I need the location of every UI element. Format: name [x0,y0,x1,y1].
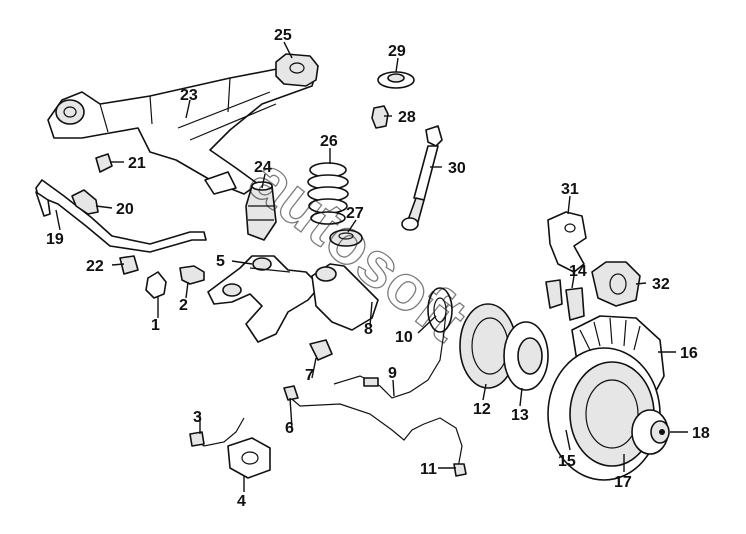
brake-line [283,385,467,477]
callout-11: 11 [420,461,437,478]
callout-1: 1 [151,317,160,334]
spring-insulator [329,229,363,247]
callout-13: 13 [511,407,529,424]
callout-2: 2 [179,297,188,314]
callout-5: 5 [216,253,225,270]
callout-29: 29 [388,43,406,60]
callout-15: 15 [558,453,576,470]
stabilizer-clamp [71,189,99,215]
callout-7: 7 [305,367,314,384]
callout-26: 26 [320,133,338,150]
callout-17: 17 [614,474,632,491]
bump-stop-nut [371,105,389,129]
callout-16: 16 [680,345,698,362]
callout-19: 19 [46,231,64,248]
callout-21: 21 [128,155,146,172]
coil-spring [307,162,349,225]
callout-6: 6 [285,420,294,437]
callout-18: 18 [692,425,710,442]
callout-labels: 1 2 3 4 5 6 7 8 9 10 11 12 13 14 15 16 1… [46,27,710,510]
callout-8: 8 [364,321,373,338]
shock-absorber [401,125,443,231]
callout-25: 25 [274,27,292,44]
callout-24: 24 [254,159,272,176]
brake-caliper [591,261,641,307]
callout-10: 10 [395,329,413,346]
callout-14: 14 [569,263,587,280]
callout-12: 12 [473,401,491,418]
steering-knuckle [311,263,379,331]
callout-30: 30 [448,160,466,177]
subframe-crossmember [47,65,319,195]
hub-seal [427,287,453,333]
pivot-bolt [179,265,205,285]
callout-31: 31 [561,181,579,198]
callout-28: 28 [398,109,416,126]
stabilizer-bushing [95,153,113,173]
hose-mount [227,437,271,479]
lower-control-arm [207,255,321,343]
callout-3: 3 [193,409,202,426]
spring-seat [377,71,415,89]
callout-20: 20 [116,201,134,218]
stabilizer-bracket [145,271,167,299]
callout-27: 27 [346,205,364,222]
brake-pads [545,279,585,321]
arm-bushing [309,339,333,361]
callout-9: 9 [388,365,397,382]
hub-cap [631,409,670,455]
body-mount-bushing [275,53,319,87]
callout-32: 32 [652,276,670,293]
callout-22: 22 [86,258,104,275]
brake-hose [189,417,245,447]
abs-sensor-wire [333,311,447,399]
callout-23: 23 [180,87,198,104]
bar-bushing [119,255,139,275]
leader-lines [55,41,688,492]
callout-4: 4 [237,493,246,510]
caliper-bracket [547,211,587,273]
wheel-hub [503,321,549,391]
